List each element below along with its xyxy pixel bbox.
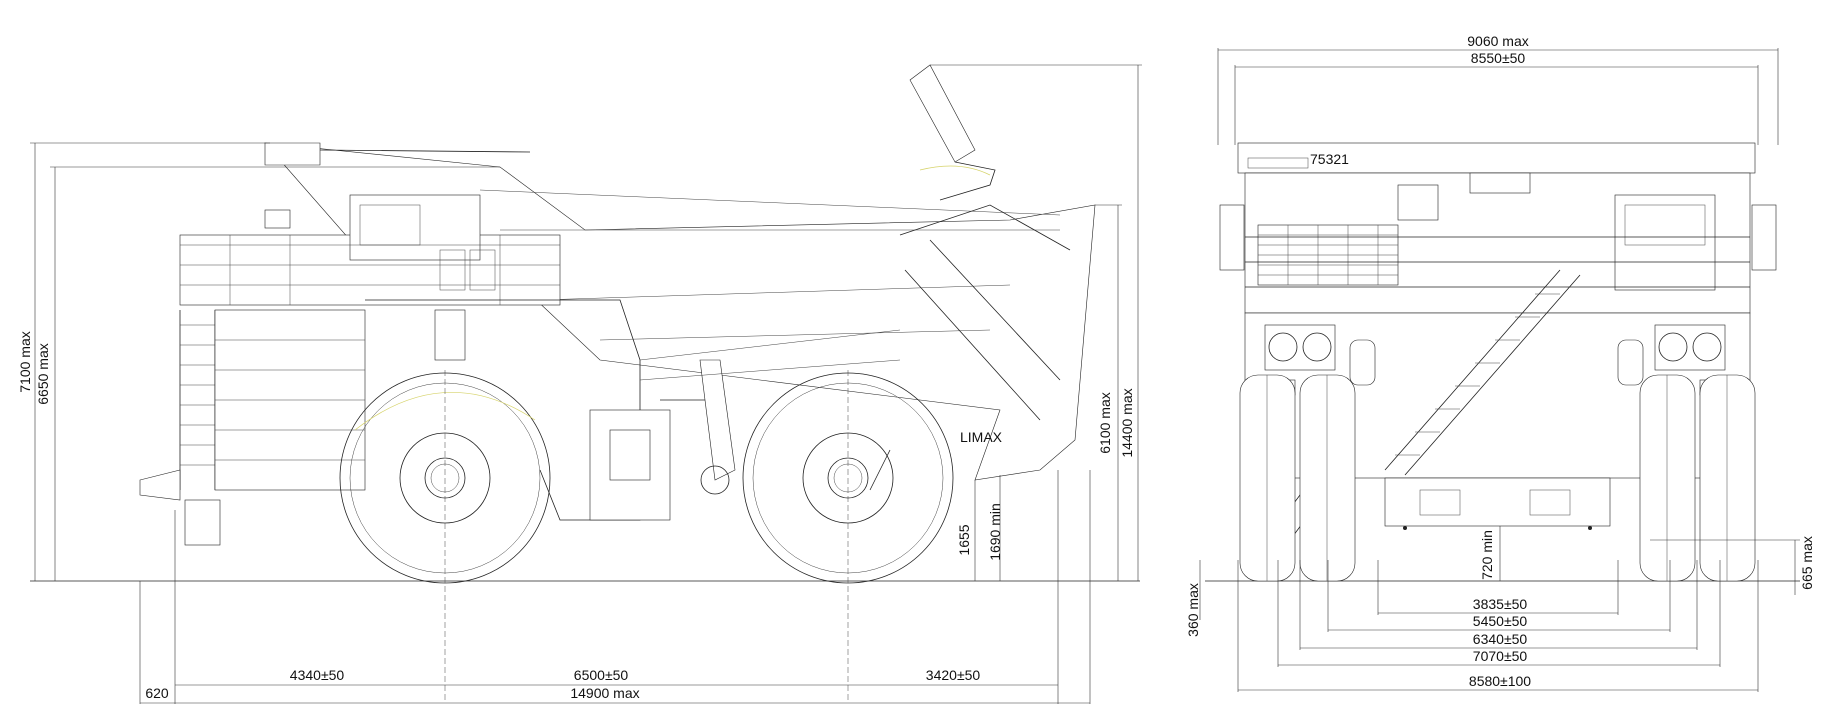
dim-axle-clearance: 1655 [956,524,972,555]
cab-deck [179,194,561,361]
rear-body: 75321 [1219,142,1777,314]
rear-badge: 75321 [1310,151,1349,167]
rear-dimensions: 9060 max 8550±50 360 max 720 min 665 max… [1185,33,1815,692]
rear-view: 75321 [1185,33,1815,692]
dim-ground-clearance: 720 min [1479,530,1495,580]
dump-body: LIMAX [264,142,1096,481]
dim-rear-clearance: 1690 min [987,503,1003,561]
dim-overall-width: 9060 max [1467,33,1528,49]
dim-front-overhang: 620 [145,685,169,701]
dim-overall-height: 7100 max [17,331,33,392]
dim-front-to-axle: 4340±50 [290,667,345,683]
dim-rear-overhang: 3420±50 [926,667,981,683]
dim-track-2: 6340±50 [1473,631,1528,647]
side-dimensions: 7100 max 6650 max 6100 max 14400 max 165… [17,64,1142,704]
dim-tire-embed: 360 max [1185,583,1201,637]
dim-body-height: 6650 max [35,343,51,404]
dim-inner-track: 3835±50 [1473,596,1528,612]
chassis-frame [214,299,901,521]
dim-side-clearance: 665 max [1799,536,1815,590]
dim-raised-height: 14400 max [1119,388,1135,457]
rear-tyres [1239,374,1756,582]
dim-wheelbase: 6500±50 [574,667,629,683]
dim-track-1: 5450±50 [1473,613,1528,629]
tail-tip [909,64,996,201]
side-view: LIMAX [17,64,1142,704]
dim-dump-height: 6100 max [1097,392,1113,453]
dim-track-3: 7070±50 [1473,648,1528,664]
front-ladder [139,310,221,546]
body-label: LIMAX [960,429,1003,445]
dim-overall-track: 8580±100 [1469,673,1531,689]
dim-overall-length: 14900 max [570,685,639,701]
dim-body-width: 8550±50 [1471,50,1526,66]
